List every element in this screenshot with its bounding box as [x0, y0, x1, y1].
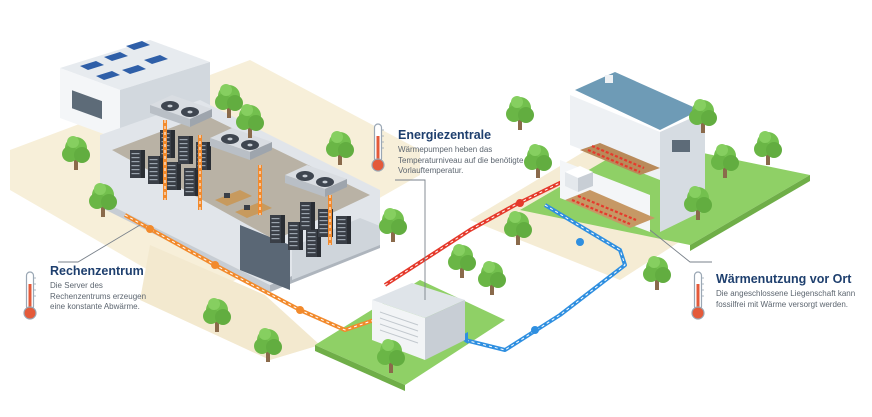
datacenter-building [60, 40, 380, 292]
leader-datacenter [58, 224, 141, 263]
ground-energy-edge [315, 345, 405, 391]
callout-energy-title: Energiezentrale [398, 128, 492, 142]
garage-door-icon [379, 311, 419, 344]
ground-path [140, 245, 320, 360]
callout-energy-text: Wärmepumpen heben das Temperaturniveau a… [398, 145, 524, 175]
leader-onsite [649, 229, 712, 263]
callout-energy: Energiezentrale Wärmepumpen heben das Te… [398, 128, 528, 177]
callout-datacenter-text: Die Server des Rechenzentrums erzeugen e… [50, 281, 147, 311]
callout-onsite: Wärmenutzung vor Ort Die angeschlossene … [716, 272, 856, 310]
heat-pump-icon [565, 166, 593, 192]
thermometer-icon [691, 271, 705, 320]
radiator-icon [571, 144, 645, 226]
ground-house-edge [690, 175, 810, 251]
solar-panel-icon [80, 41, 168, 80]
callout-datacenter: Rechenzentrum Die Server des Rechenzentr… [50, 264, 160, 313]
energy-center-building [372, 283, 465, 360]
thermometer-icon [23, 271, 37, 320]
callout-datacenter-title: Rechenzentrum [50, 264, 144, 278]
callout-onsite-text: Die angeschlossene Liegenschaft kann fos… [716, 289, 856, 309]
leader-energy [395, 179, 426, 300]
callout-onsite-title: Wärmenutzung vor Ort [716, 272, 852, 286]
